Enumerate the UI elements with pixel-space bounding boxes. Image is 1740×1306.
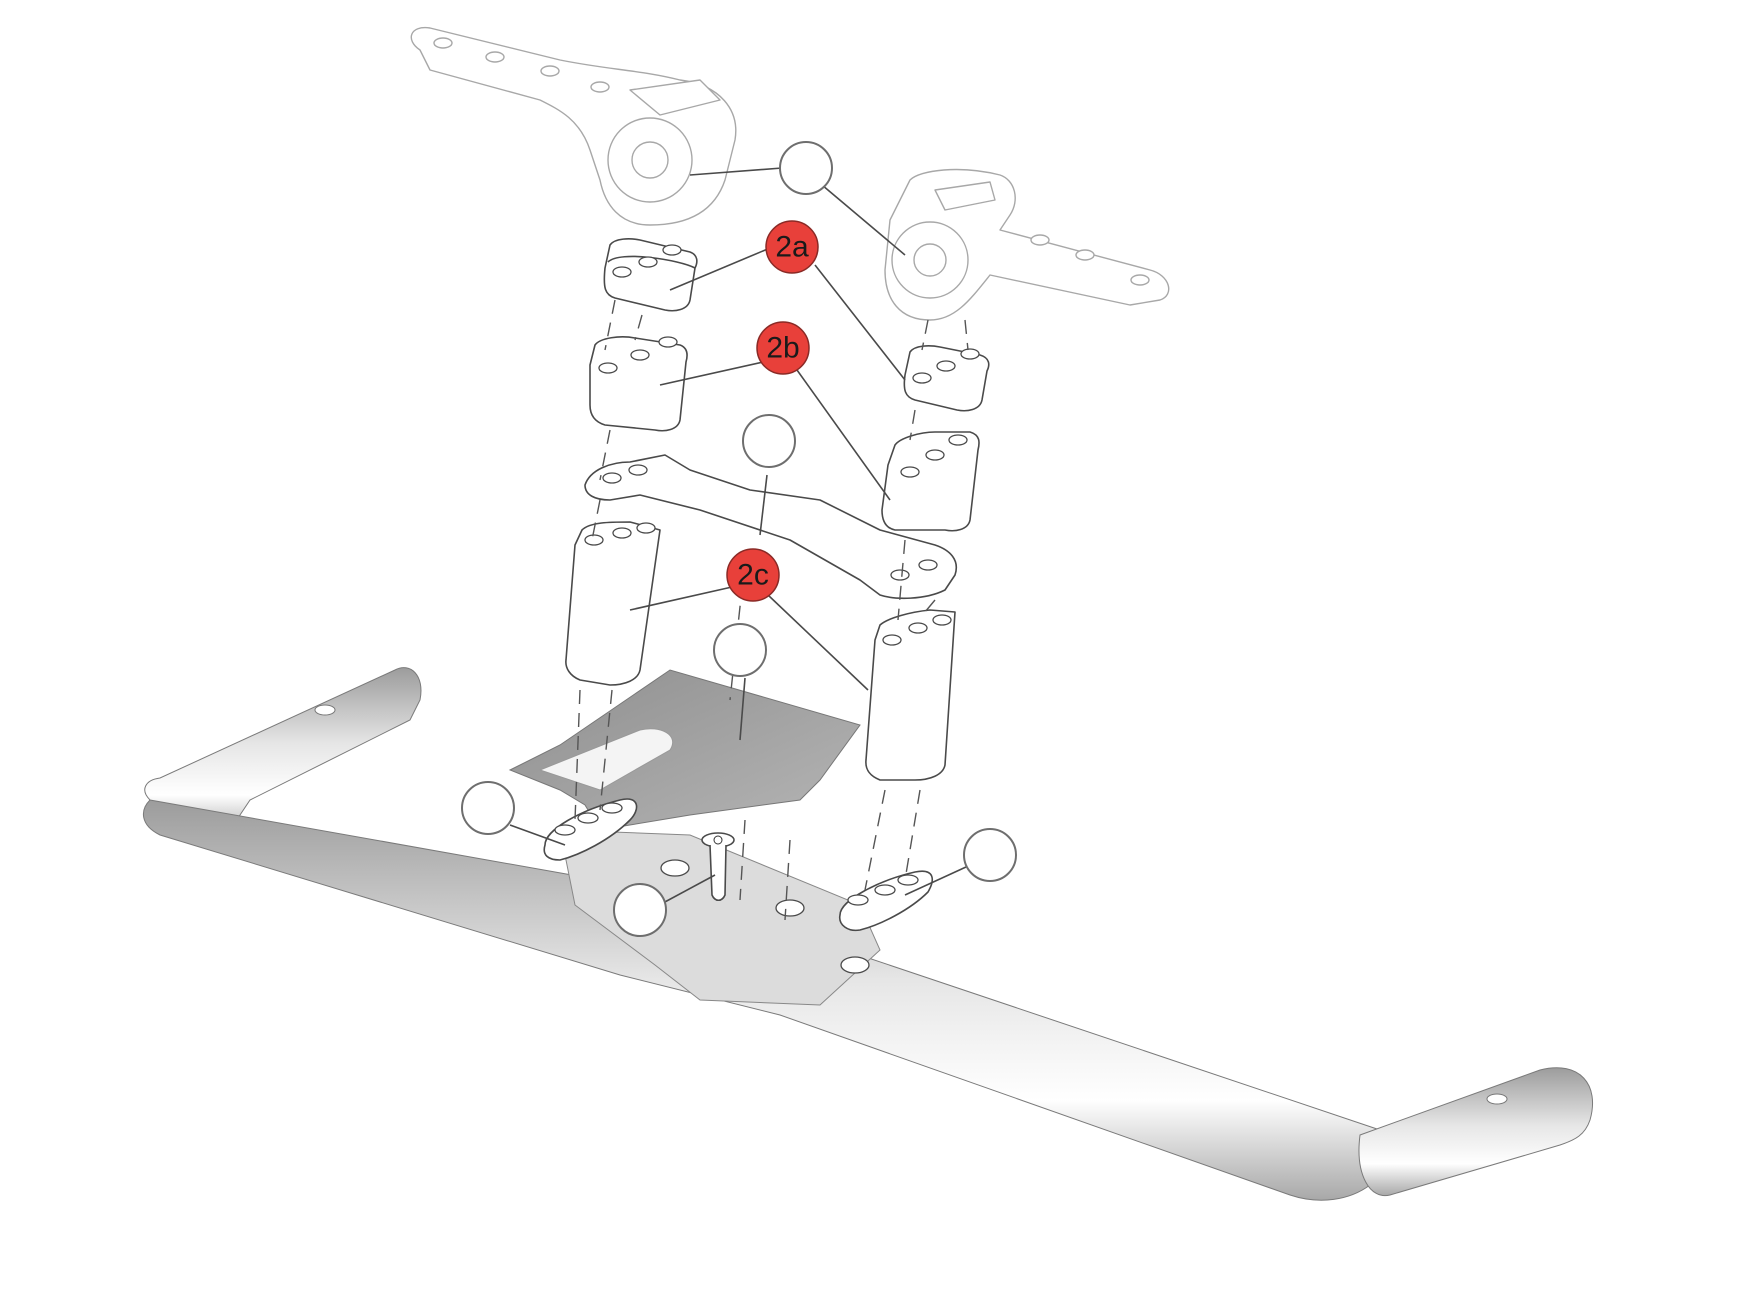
- clamp-hole-3: [840, 956, 870, 974]
- callout-2c-label: 2c: [737, 559, 769, 592]
- clamp-hole-1: [660, 859, 690, 877]
- spacer-2a-right: [903, 345, 990, 412]
- callout-center-bolt: [613, 883, 667, 937]
- arm-bracket-left: [410, 26, 737, 226]
- callout-2b: 2b: [756, 321, 810, 375]
- bar-hole-left: [314, 704, 336, 716]
- leader-lines: [509, 167, 967, 904]
- callout-right-clamp: [963, 828, 1017, 882]
- callout-bridge: [742, 414, 796, 468]
- callout-2a: 2a: [765, 220, 819, 274]
- bridge-plate: [584, 454, 957, 600]
- arm-bracket-right: [884, 168, 1170, 321]
- callout-left-clamp: [461, 781, 515, 835]
- spacer-2a-left: [603, 238, 698, 312]
- clamp-hole-2: [775, 899, 805, 917]
- base-plate: [508, 669, 861, 831]
- clamp-pad-left: [543, 798, 638, 861]
- bar-hole-right: [1486, 1093, 1508, 1105]
- spacer-2c-left: [565, 521, 661, 686]
- callout-2b-label: 2b: [766, 332, 799, 365]
- center-bolt: [701, 832, 735, 902]
- spacer-2c-right: [865, 609, 956, 781]
- callout-2c: 2c: [726, 548, 780, 602]
- callout-2a-label: 2a: [775, 231, 809, 264]
- spacer-2b-left: [589, 336, 688, 432]
- handlebar: [142, 667, 1594, 1201]
- clamp-pad-right: [838, 870, 934, 932]
- spacer-2b-right: [881, 431, 980, 532]
- callout-bracket: [779, 141, 833, 195]
- callout-base-plate: [713, 623, 767, 677]
